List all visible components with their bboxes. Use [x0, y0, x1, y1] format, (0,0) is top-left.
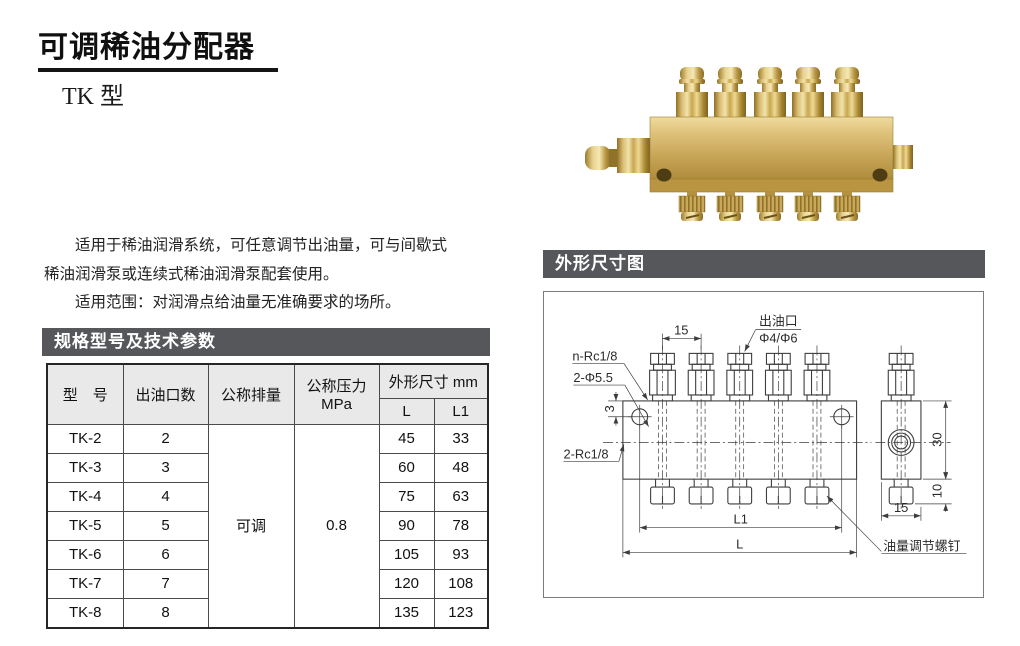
cell-model: TK-6	[46, 539, 124, 570]
cell-L1: 63	[433, 481, 489, 512]
dim-side-height-label: 30	[930, 432, 945, 446]
section-header-specs: 规格型号及技术参数	[42, 328, 490, 356]
col-header-pressure-line1: 公称压力	[306, 378, 367, 396]
dim-pitch-label: 15	[674, 323, 688, 338]
description-line-2: 稀油润滑泵或连续式稀油润滑泵配套使用。	[44, 265, 339, 283]
cell-model: TK-7	[46, 568, 124, 599]
cell-outlets: 2	[122, 423, 209, 454]
cell-L1: 33	[433, 423, 489, 454]
col-header-displacement: 公称排量	[207, 363, 295, 425]
dim-l-label: L	[736, 536, 743, 551]
table-row: TK-5 5 90 78	[46, 510, 489, 541]
label-mount-holes: 2-Φ5.5	[573, 370, 613, 385]
cell-L1: 48	[433, 452, 489, 483]
col-header-model: 型 号	[46, 363, 124, 425]
dimension-drawing-frame: 15 出油口 Φ4/Φ6 n-Rc1/8 2-Φ5.5 3 2-Rc1/8 L1…	[543, 291, 984, 598]
cell-model: TK-2	[46, 423, 124, 454]
label-outlet-thread: n-Rc1/8	[572, 348, 617, 363]
cell-outlets: 3	[122, 452, 209, 483]
spec-table: 型 号 出油口数 公称排量 公称压力 MPa 外形尺寸 mm L L1 TK-2…	[46, 363, 490, 629]
table-row: TK-7 7 120 108	[46, 568, 489, 599]
cell-L: 90	[378, 510, 435, 541]
dimension-drawing: 15 出油口 Φ4/Φ6 n-Rc1/8 2-Φ5.5 3 2-Rc1/8 L1…	[563, 314, 967, 558]
cell-model: TK-4	[46, 481, 124, 512]
col-header-pressure: 公称压力 MPa	[293, 363, 380, 425]
cell-outlets: 7	[122, 568, 209, 599]
title-rule	[38, 68, 278, 72]
cell-L1: 108	[433, 568, 489, 599]
cell-L: 75	[378, 481, 435, 512]
col-header-L: L	[378, 397, 435, 425]
cell-outlets: 6	[122, 539, 209, 570]
cell-outlets: 8	[122, 597, 209, 628]
cell-L: 120	[378, 568, 435, 599]
cell-L1: 93	[433, 539, 489, 570]
product-photo	[585, 67, 913, 222]
model-series-subtitle: TK 型	[62, 84, 124, 110]
cell-model: TK-8	[46, 597, 124, 628]
label-outlet: 出油口	[759, 314, 798, 329]
cell-model: TK-3	[46, 452, 124, 483]
description-line-3: 适用范围：对润滑点给油量无准确要求的场所。	[75, 294, 401, 311]
col-header-pressure-line2: MPa	[321, 396, 352, 414]
cell-L: 135	[378, 597, 435, 628]
col-header-dims-group: 外形尺寸 mm	[378, 363, 489, 399]
cell-L: 105	[378, 539, 435, 570]
col-header-L1: L1	[433, 397, 489, 425]
cell-model: TK-5	[46, 510, 124, 541]
col-header-outlets: 出油口数	[122, 363, 209, 425]
table-row: TK-6 6 105 93	[46, 539, 489, 570]
table-row: TK-8 8 135 123	[46, 597, 489, 628]
label-adjusting-screw: 油量调节螺钉	[883, 538, 960, 553]
cell-outlets: 4	[122, 481, 209, 512]
description-line-1: 适用于稀油润滑系统，可任意调节出油量，可与间歇式	[75, 237, 448, 254]
section-header-dimensions: 外形尺寸图	[543, 250, 985, 278]
cell-pressure-merged: 0.8	[293, 423, 380, 628]
cell-displacement-merged: 可调	[207, 423, 295, 628]
cell-outlets: 5	[122, 510, 209, 541]
label-outlet-spec: Φ4/Φ6	[759, 331, 797, 346]
cell-L1: 123	[433, 597, 489, 628]
cell-L: 45	[378, 423, 435, 454]
page-title: 可调稀油分配器	[38, 31, 255, 64]
table-row: TK-3 3 60 48	[46, 452, 489, 483]
dim-l1-label: L1	[734, 512, 748, 527]
dim-side-width-label: 15	[894, 500, 908, 515]
label-inlet-thread: 2-Rc1/8	[563, 446, 608, 461]
dim-hole-offset-label: 3	[602, 405, 617, 412]
cell-L: 60	[378, 452, 435, 483]
product-description: 适用于稀油润滑系统，可任意调节出油量，可与间歇式 稀油润滑泵或连续式稀油润滑泵配…	[44, 232, 526, 318]
table-row: TK-4 4 75 63	[46, 481, 489, 512]
dim-screw-height-label: 10	[930, 484, 945, 498]
table-row: TK-2 2 可调 0.8 45 33	[46, 423, 489, 628]
cell-L1: 78	[433, 510, 489, 541]
